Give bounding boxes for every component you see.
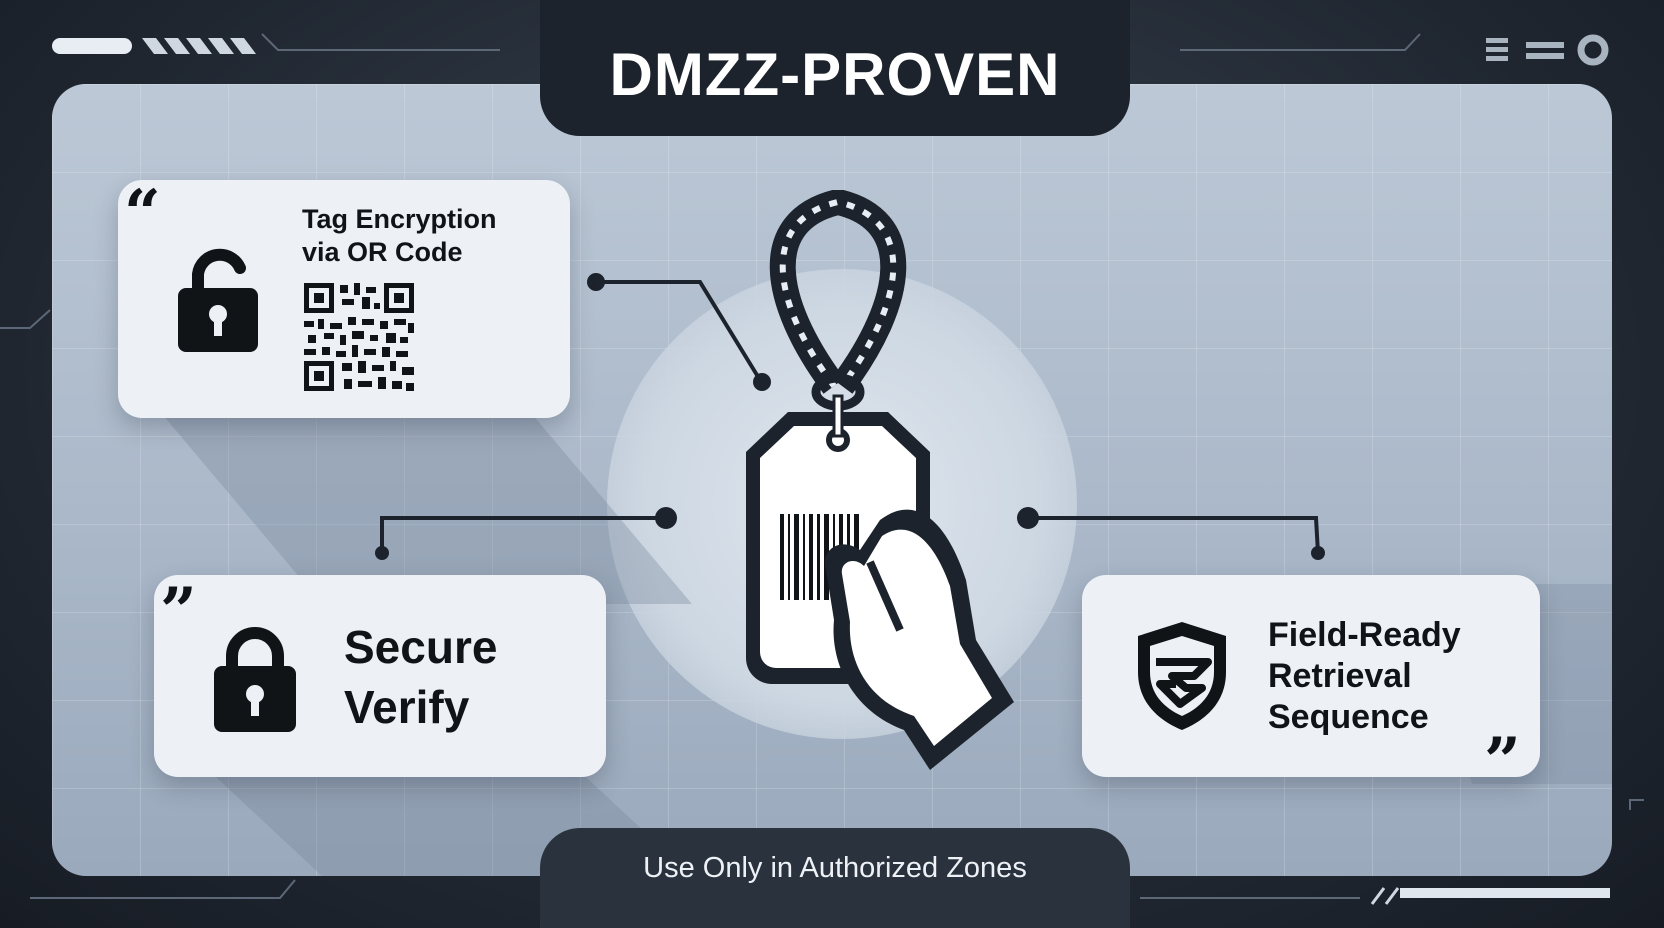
title-tab xyxy=(540,0,1130,136)
page-title: DMZZ-PROVEN xyxy=(609,41,1061,108)
secure-verify-line1: Secure xyxy=(344,621,498,673)
open-padlock-icon xyxy=(178,248,258,352)
secure-verify-line2: Verify xyxy=(344,681,470,733)
padlock-icon xyxy=(214,627,296,732)
close-quote-right: ” xyxy=(1484,724,1521,799)
encryption-title-line2: via OR Code xyxy=(302,237,463,267)
field-ready-line3: Sequence xyxy=(1268,698,1429,736)
close-quote: ” xyxy=(160,574,197,649)
field-ready-line1: Field-Ready xyxy=(1268,616,1461,654)
footer-note: Use Only in Authorized Zones xyxy=(643,852,1027,884)
tag-with-barcode-icon xyxy=(746,190,1014,770)
footer-tab xyxy=(540,828,1130,928)
qr-code-icon xyxy=(304,283,414,391)
open-quote: “ xyxy=(124,176,161,251)
field-ready-line2: Retrieval xyxy=(1268,657,1412,695)
menu-icon[interactable] xyxy=(1484,34,1614,66)
encryption-title-line1: Tag Encryption xyxy=(302,204,497,234)
shield-check-icon xyxy=(1138,622,1226,730)
